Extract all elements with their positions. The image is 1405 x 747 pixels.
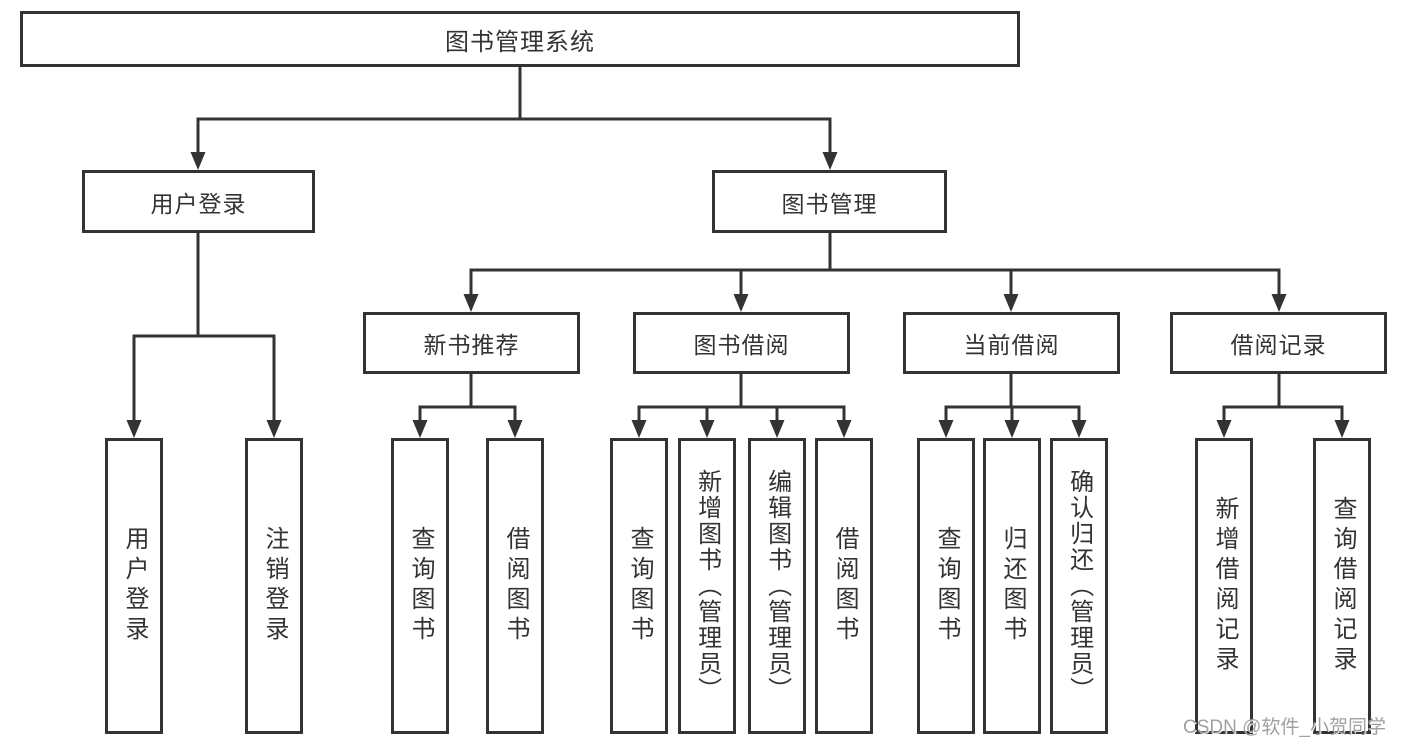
leaf-add-book-admin: 新增图书（管理员） (678, 438, 736, 734)
leaf-edit-book-admin: 编辑图书（管理员） (748, 438, 806, 734)
leaf-query-books-borrowing: 查询图书 (610, 438, 668, 734)
leaf-logout: 注销登录 (245, 438, 303, 734)
leaf-borrow-books-recommend: 借阅图书 (486, 438, 544, 734)
node-current-borrowing: 当前借阅 (903, 312, 1120, 374)
node-new-book-recommendation: 新书推荐 (363, 312, 580, 374)
csdn-watermark: CSDN @软件_小贺同学 (1183, 717, 1386, 738)
leaf-query-books-recommend: 查询图书 (391, 438, 449, 734)
leaf-return-book: 归还图书 (983, 438, 1041, 734)
leaf-query-borrow-record: 查询借阅记录 (1313, 438, 1371, 734)
node-book-borrowing: 图书借阅 (633, 312, 850, 374)
leaf-add-borrow-record: 新增借阅记录 (1195, 438, 1253, 734)
node-book-management: 图书管理 (712, 170, 947, 233)
leaf-borrow-books-borrowing: 借阅图书 (815, 438, 873, 734)
leaf-user-login: 用户登录 (105, 438, 163, 734)
node-library-management-system: 图书管理系统 (20, 11, 1020, 67)
node-borrowing-records: 借阅记录 (1170, 312, 1387, 374)
leaf-query-books-current: 查询图书 (917, 438, 975, 734)
leaf-confirm-return-admin: 确认归还（管理员） (1050, 438, 1108, 734)
node-user-login: 用户登录 (82, 170, 315, 233)
